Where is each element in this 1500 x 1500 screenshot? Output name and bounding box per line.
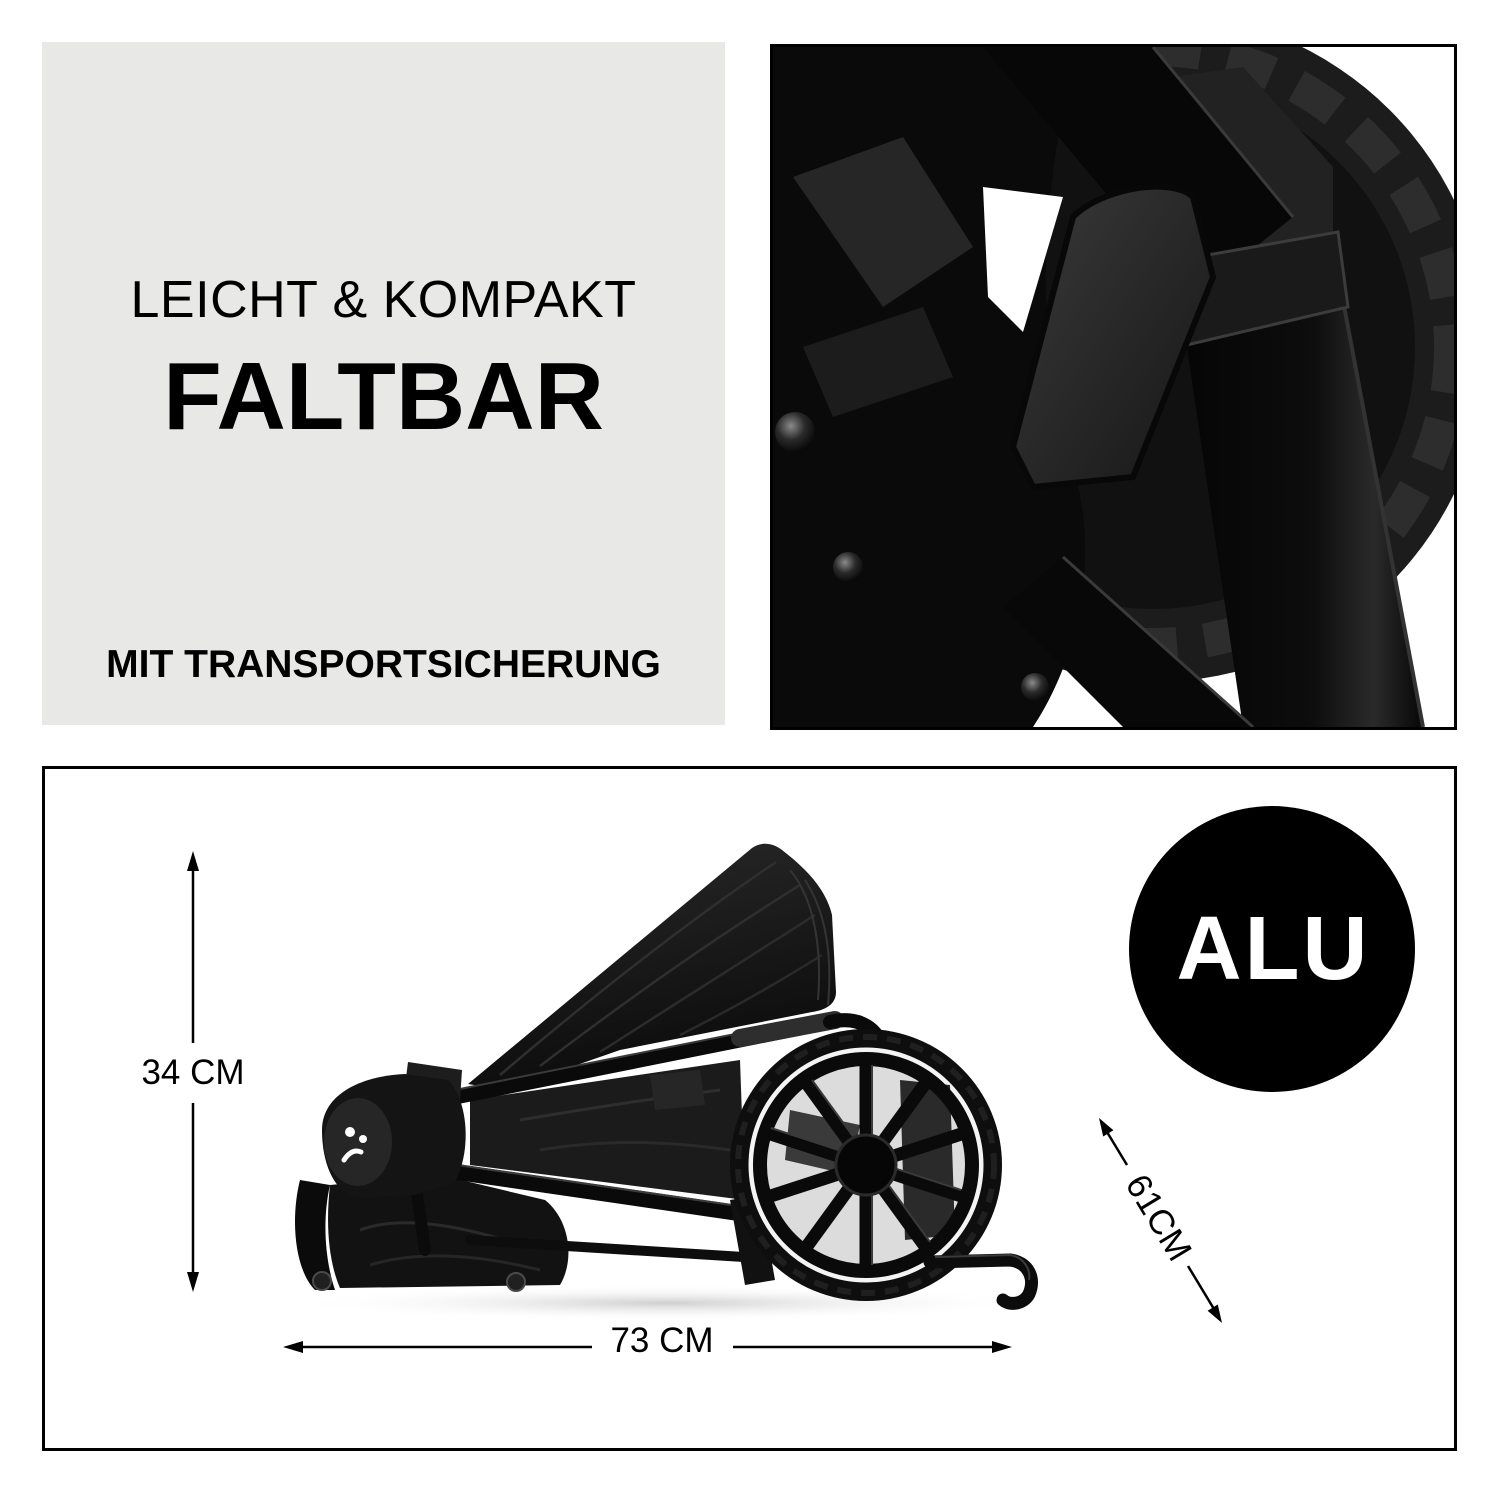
feature-title: FALTBAR [163, 343, 604, 450]
feature-detail: MIT TRANSPORTSICHERUNG [106, 643, 661, 686]
bolt [775, 412, 815, 452]
folding-joint-photo [770, 44, 1457, 730]
background-gap [983, 187, 1063, 332]
material-badge: ALU [1129, 806, 1415, 1092]
material-badge-label: ALU [1176, 899, 1371, 999]
length-label: 73 CM [610, 1321, 714, 1360]
hub-bracket-edge [803, 307, 953, 417]
folding-joint-image [773, 47, 1454, 727]
hub-bracket [793, 137, 973, 307]
feature-subtitle: LEICHT & KOMPAKT [130, 271, 637, 329]
transport-lock-plate [1009, 183, 1217, 491]
bolt [833, 552, 863, 582]
bolt [1021, 673, 1049, 701]
upper-tube [983, 47, 1295, 297]
lower-tube [1003, 555, 1255, 727]
height-label: 34 CM [141, 1053, 245, 1092]
feature-panel: LEICHT & KOMPAKT FALTBAR MIT TRANSPORTSI… [42, 42, 725, 725]
main-tube [1178, 246, 1425, 727]
